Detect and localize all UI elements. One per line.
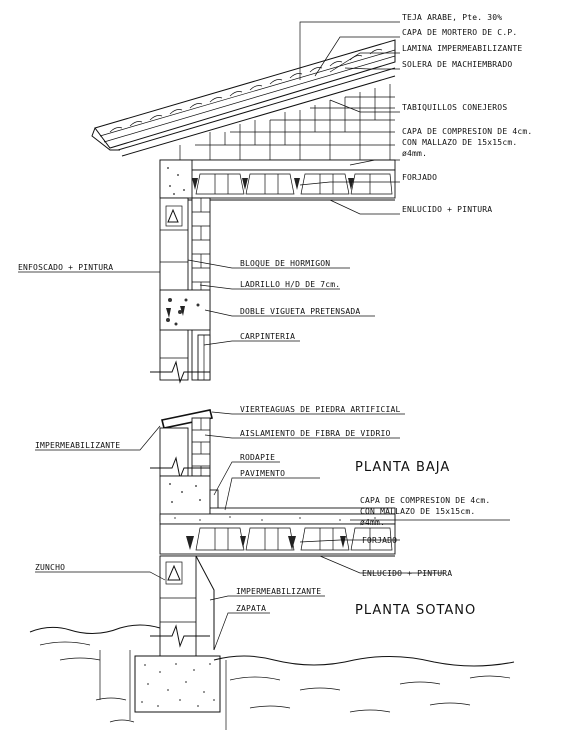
label-teja: TEJA ARABE, Pte. 30% bbox=[402, 13, 502, 22]
label-capa-compresion-top-2: CON MALLAZO DE 15x15cm. bbox=[402, 138, 517, 147]
labels: TEJA ARABE, Pte. 30% CAPA DE MORTERO DE … bbox=[18, 13, 532, 618]
roof-assembly bbox=[91, 39, 396, 201]
label-capa-compresion-top-3: ø4mm. bbox=[402, 149, 427, 158]
label-zapata: ZAPATA bbox=[236, 604, 266, 613]
label-capa-mortero: CAPA DE MORTERO DE C.P. bbox=[402, 28, 517, 37]
label-aislamiento: AISLAMIENTO DE FIBRA DE VIDRIO bbox=[240, 429, 391, 438]
label-capa-compresion-mid-1: CAPA DE COMPRESION DE 4cm. bbox=[360, 496, 490, 505]
label-pavimento: PAVIMENTO bbox=[240, 469, 285, 478]
label-carpinteria: CARPINTERIA bbox=[240, 332, 295, 341]
label-planta-baja: PLANTA BAJA bbox=[355, 460, 450, 475]
footing-zapata bbox=[134, 655, 221, 713]
label-forjado-top: FORJADO bbox=[402, 173, 437, 182]
label-rodapie: RODAPIE bbox=[240, 453, 275, 462]
ground-terrain bbox=[29, 624, 515, 730]
label-bloque: BLOQUE DE HORMIGON bbox=[240, 259, 330, 268]
leader-lines bbox=[18, 21, 510, 651]
label-forjado-mid: FORJADO bbox=[362, 536, 397, 545]
label-enlucido-mid: ENLUCIDO + PINTURA bbox=[362, 569, 452, 578]
label-impermeabilizante-1: IMPERMEABILIZANTE bbox=[35, 441, 120, 450]
top-compression-layer bbox=[159, 159, 396, 171]
label-doble-vigueta: DOBLE VIGUETA PRETENSADA bbox=[240, 307, 360, 316]
label-capa-compresion-top-1: CAPA DE COMPRESION DE 4cm. bbox=[402, 127, 532, 136]
label-capa-compresion-mid-2: CON MALLAZO DE 15x15cm. bbox=[360, 507, 475, 516]
label-zuncho: ZUNCHO bbox=[35, 563, 65, 572]
label-impermeabilizante-2: IMPERMEABILIZANTE bbox=[236, 587, 321, 596]
lower-wall-section bbox=[150, 409, 396, 522]
label-tabiquillos: TABIQUILLOS CONEJEROS bbox=[402, 103, 507, 112]
label-planta-sotano: PLANTA SOTANO bbox=[355, 603, 476, 618]
label-vierteaguas: VIERTEAGUAS DE PIEDRA ARTIFICIAL bbox=[240, 405, 401, 414]
upper-wall bbox=[150, 197, 211, 384]
basement-wall bbox=[150, 555, 215, 657]
label-enlucido-top: ENLUCIDO + PINTURA bbox=[402, 205, 492, 214]
middle-slab-forjado bbox=[159, 513, 396, 557]
label-lamina: LAMINA IMPERMEABILIZANTE bbox=[402, 44, 522, 53]
label-enfoscado: ENFOSCADO + PINTURA bbox=[18, 263, 113, 272]
label-solera: SOLERA DE MACHIEMBRADO bbox=[402, 60, 512, 69]
label-capa-compresion-mid-3: ø4mm. bbox=[360, 518, 385, 527]
label-ladrillo: LADRILLO H/D DE 7cm. bbox=[240, 280, 340, 289]
top-slab-forjado bbox=[159, 169, 396, 199]
